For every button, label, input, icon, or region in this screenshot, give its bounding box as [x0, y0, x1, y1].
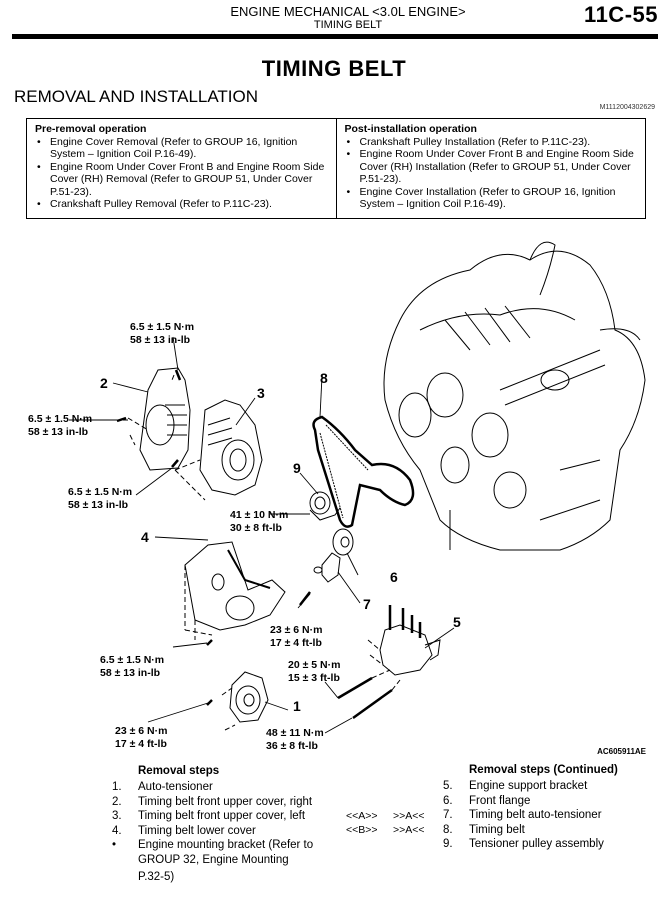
auto-tensioner-drawing — [221, 671, 269, 731]
leader-lines — [69, 336, 455, 734]
torque-spec: 6.5 ± 1.5 N·m 58 ± 13 in-lb — [130, 321, 195, 346]
timing-belt-auto-tensioner-drawing — [299, 552, 341, 606]
torque-spec: 48 ± 11 N·m 36 ± 8 ft-lb — [266, 727, 324, 752]
list-item: 9.Tensioner pulley assembly — [443, 838, 604, 850]
torque-spec: 23 ± 6 N·m 17 ± 4 ft-lb — [270, 624, 323, 649]
list-item: •Engine mounting bracket (Refer to — [112, 839, 314, 851]
list-item: Engine Cover Installation (Refer to GROU… — [345, 186, 640, 211]
list-item: 7.Timing belt auto-tensioner — [443, 809, 602, 821]
list-item: Engine Room Under Cover Front B and Engi… — [345, 148, 640, 186]
pre-removal-column: Pre-removal operation Engine Cover Remov… — [27, 119, 336, 218]
list-item: Engine Cover Removal (Refer to GROUP 16,… — [35, 136, 330, 161]
header-rule — [12, 34, 658, 39]
list-item: Engine Room Under Cover Front B and Engi… — [35, 161, 330, 199]
torque-spec: 6.5 ± 1.5 N·m 58 ± 13 in-lb — [68, 486, 133, 511]
engine-support-bracket-drawing — [337, 605, 441, 720]
list-item: 5.Engine support bracket — [443, 780, 588, 792]
torque-spec: 41 ± 10 N·m 30 ± 8 ft-lb — [230, 509, 289, 534]
pre-removal-heading: Pre-removal operation — [35, 123, 147, 135]
manual-section-title: ENGINE MECHANICAL <3.0L ENGINE> — [230, 4, 466, 19]
manual-subsection-title: TIMING BELT — [313, 19, 383, 31]
list-item: 8.Timing belt — [443, 823, 525, 836]
callout-3: 3 — [257, 385, 265, 401]
list-item: Crankshaft Pulley Installation (Refer to… — [345, 136, 640, 149]
list-item: Crankshaft Pulley Removal (Refer to P.11… — [35, 198, 330, 211]
callout-1: 1 — [293, 698, 301, 714]
callout-5: 5 — [453, 614, 461, 630]
removal-steps-continued-heading: Removal steps (Continued) — [469, 764, 618, 776]
removal-steps-continued-list: 5.Engine support bracket 6.Front flange … — [443, 779, 604, 852]
lower-cover-drawing — [184, 541, 286, 640]
page-number: 11C-55 — [584, 2, 658, 27]
engine-assembly-drawing — [383, 241, 646, 551]
list-item: 1.Auto-tensioner — [112, 781, 213, 793]
callout-4: 4 — [141, 529, 149, 545]
upper-cover-right-drawing — [115, 367, 191, 471]
section-heading: REMOVAL AND INSTALLATION — [14, 87, 259, 106]
post-installation-heading: Post-installation operation — [344, 123, 477, 135]
removal-mark-step8: <<B>> — [346, 824, 378, 836]
upper-cover-left-drawing — [174, 399, 263, 501]
installation-mark-step8: >>A<< — [393, 824, 425, 836]
exploded-view-diagram — [69, 241, 646, 734]
torque-spec: 6.5 ± 1.5 N·m 58 ± 13 in-lb — [28, 413, 93, 438]
callout-7: 7 — [363, 596, 371, 612]
document-id: M1112004302629 — [599, 104, 655, 111]
removal-steps-list: 1.Auto-tensioner 2.Timing belt front upp… — [112, 781, 314, 883]
timing-belt-drawing — [312, 415, 415, 528]
post-installation-column: Post-installation operation Crankshaft P… — [335, 119, 646, 218]
operations-table: Pre-removal operation Engine Cover Remov… — [26, 118, 646, 219]
front-flange-drawing — [332, 528, 354, 556]
callout-9: 9 — [293, 460, 301, 476]
callout-2: 2 — [100, 375, 108, 391]
callout-6: 6 — [390, 569, 398, 585]
removal-mark-step7: <<A>> — [346, 810, 378, 822]
torque-spec: 20 ± 5 N·m 15 ± 3 ft-lb — [288, 659, 341, 684]
torque-spec: 23 ± 6 N·m 17 ± 4 ft-lb — [115, 725, 168, 750]
tensioner-pulley-drawing — [309, 491, 341, 521]
removal-steps-heading: Removal steps — [138, 765, 220, 777]
list-item: 3.Timing belt front upper cover, left — [112, 810, 306, 822]
pre-removal-list: Engine Cover Removal (Refer to GROUP 16,… — [35, 136, 330, 211]
page-title: TIMING BELT — [261, 56, 407, 81]
bolts — [116, 369, 213, 706]
list-item: 4.Timing belt lower cover — [112, 824, 256, 837]
torque-spec: 6.5 ± 1.5 N·m 58 ± 13 in-lb — [100, 654, 165, 679]
list-item: 6.Front flange — [443, 794, 531, 807]
figure-id: AC605911AE — [597, 747, 646, 756]
callout-8: 8 — [320, 370, 328, 386]
installation-mark-step7: >>A<< — [393, 810, 425, 822]
list-item: 2.Timing belt front upper cover, right — [112, 795, 313, 808]
post-installation-list: Crankshaft Pulley Installation (Refer to… — [345, 136, 640, 211]
